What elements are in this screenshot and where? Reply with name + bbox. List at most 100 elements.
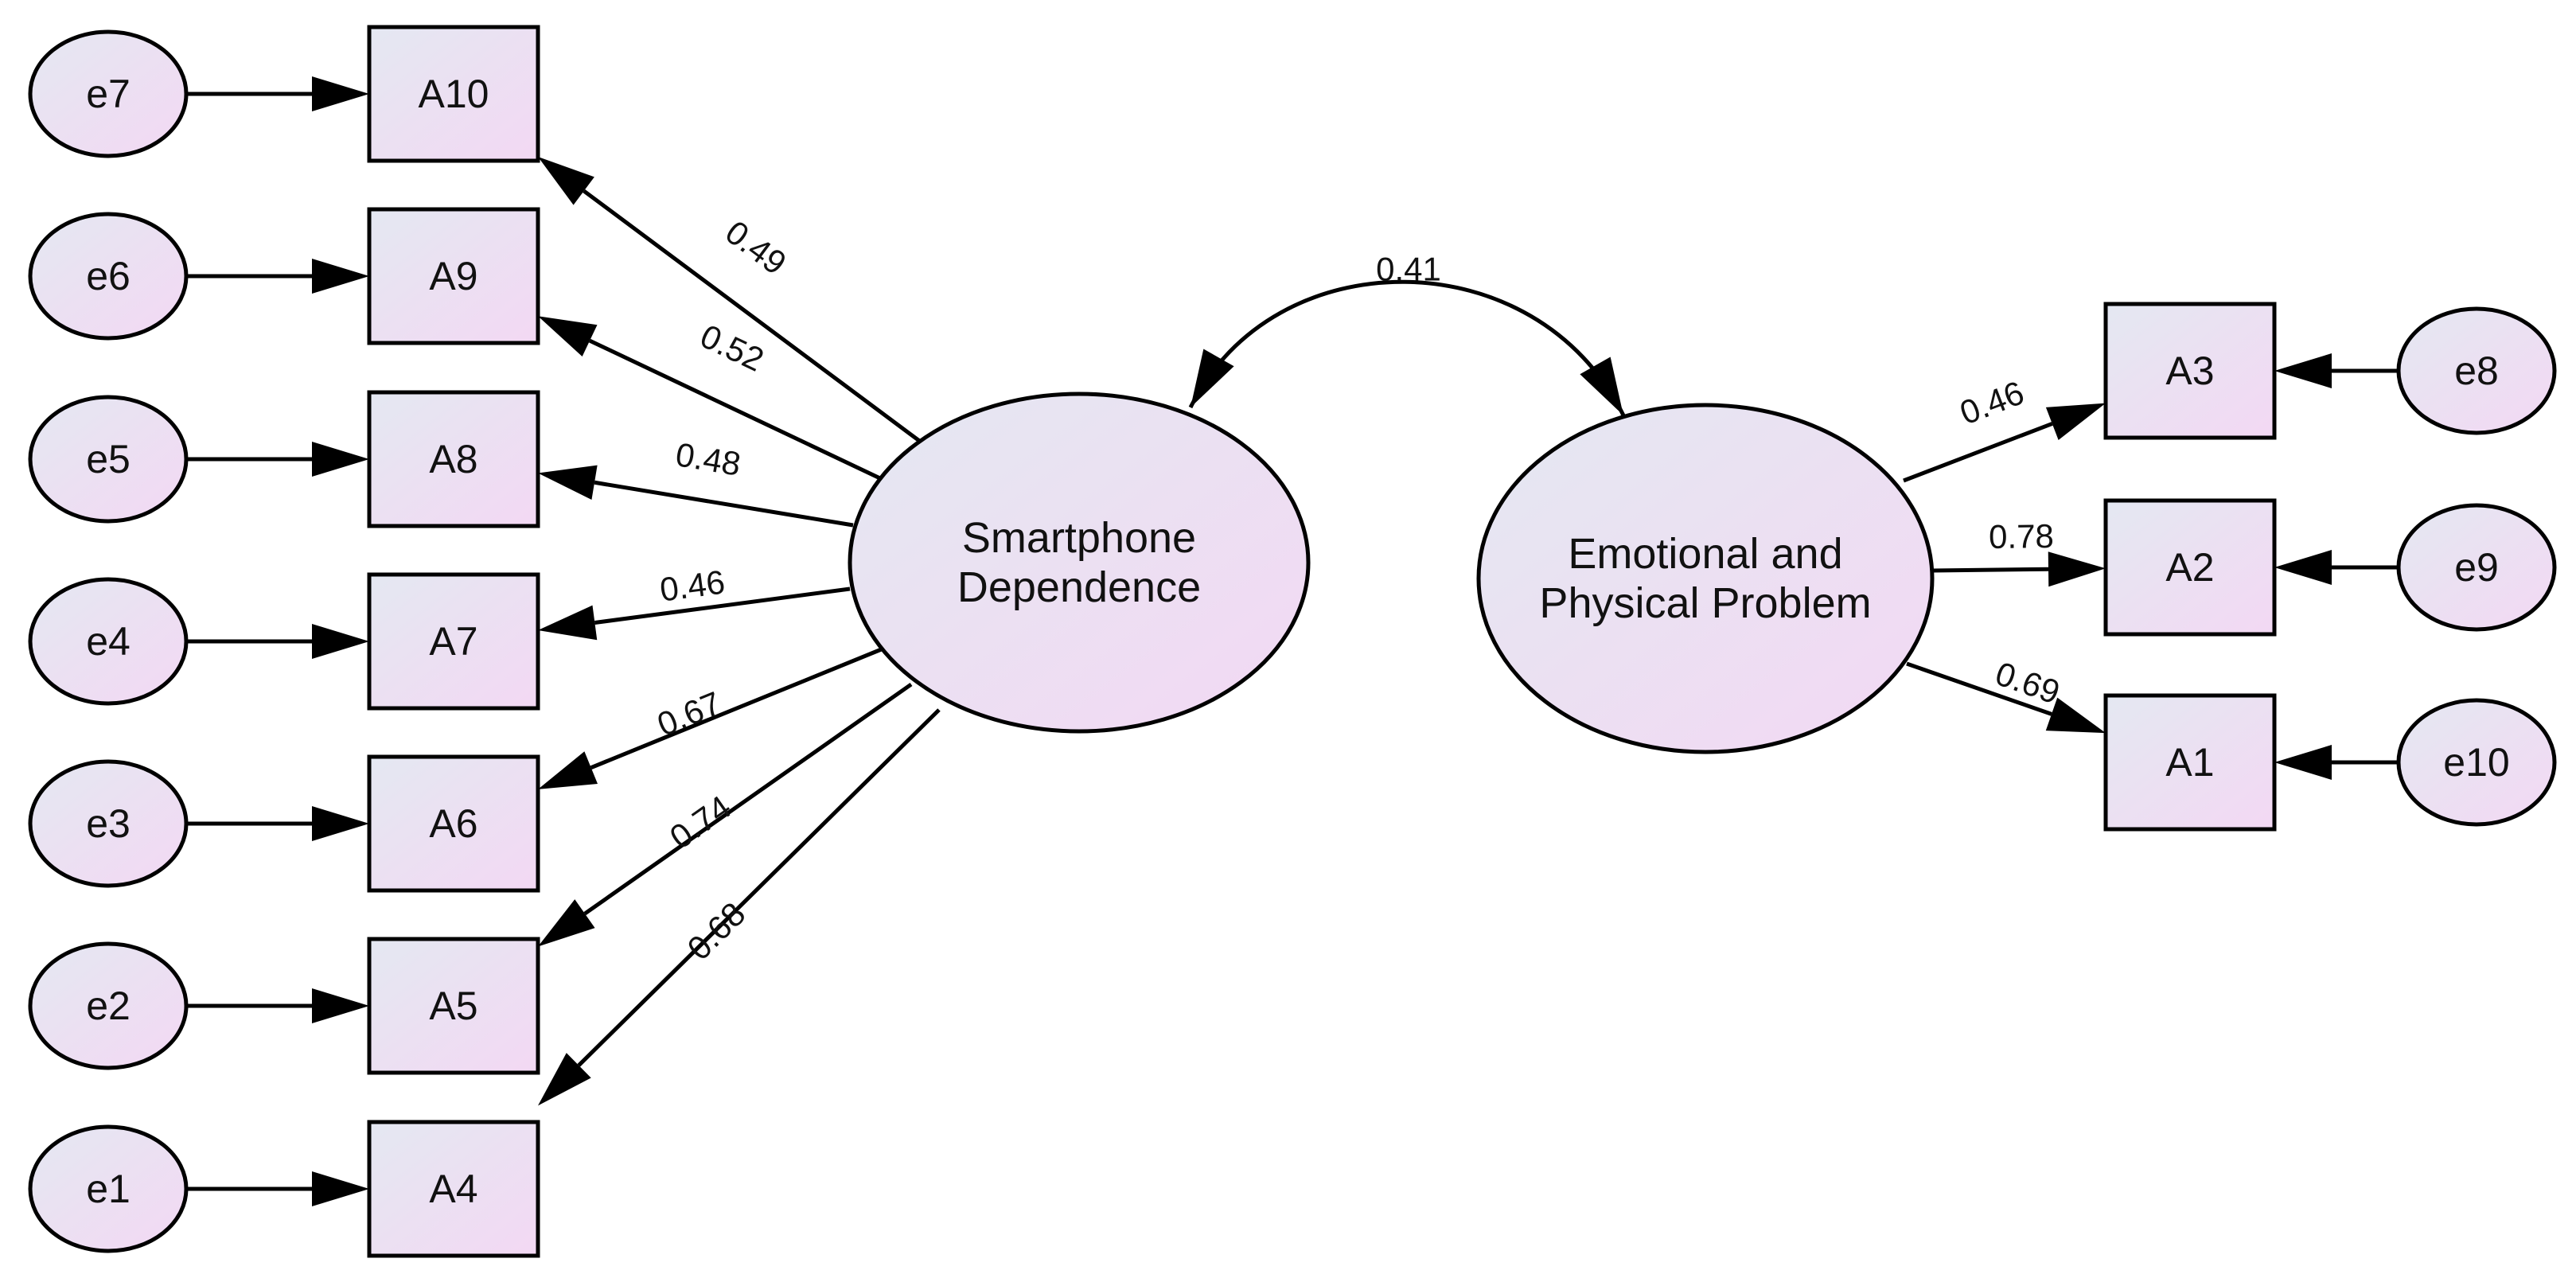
- loading-arrowhead-a8: [538, 465, 598, 500]
- loading-arrow-a6: [590, 646, 884, 770]
- error-ellipse: [2396, 306, 2557, 435]
- covariance-curve: [1188, 279, 1626, 417]
- loading-arrowhead-a9: [538, 316, 598, 357]
- loading-arrow-a8: [594, 480, 854, 528]
- indicator-label: A2: [2165, 545, 2214, 590]
- error-arrowhead-e2: [312, 988, 369, 1023]
- covariance-arrowhead-left: [1191, 349, 1234, 407]
- indicator-box: [367, 754, 540, 893]
- error-ellipse: [28, 212, 189, 341]
- indicator-label: A3: [2165, 349, 2214, 393]
- error-node-e3: e3: [28, 759, 189, 888]
- loading-label-a3: 0.46: [1954, 373, 2028, 431]
- loading-arrowhead-a6: [538, 751, 598, 789]
- error-label: e10: [2443, 740, 2509, 785]
- indicator-label: A7: [429, 619, 477, 664]
- error-node-e7: e7: [28, 29, 189, 158]
- error-label: e7: [86, 72, 131, 116]
- loading-arrow-a5: [583, 682, 913, 916]
- loading-arrowhead-a7: [538, 605, 598, 641]
- edges-layer: [186, 76, 2399, 1206]
- error-label: e4: [86, 619, 131, 664]
- indicator-label: A5: [429, 984, 477, 1028]
- indicator-box: [367, 25, 540, 163]
- error-arrowhead-e9: [2274, 550, 2332, 585]
- loading-label-a10: 0.49: [719, 213, 793, 282]
- loading-label-a6: 0.67: [652, 684, 726, 743]
- indicator-node-a10: A10: [367, 25, 540, 163]
- latent-label-line: Emotional and: [1568, 530, 1842, 578]
- loading-arrow-a10: [583, 189, 923, 445]
- error-node-e10: e10: [2396, 698, 2557, 827]
- indicator-label: A4: [429, 1167, 477, 1211]
- loading-arrow-a3: [1903, 422, 2053, 483]
- indicator-box: [2103, 498, 2277, 637]
- error-arrowhead-e6: [312, 259, 369, 294]
- error-label: e8: [2454, 349, 2499, 393]
- error-node-e8: e8: [2396, 306, 2557, 435]
- loading-label-a5: 0.74: [663, 788, 738, 855]
- indicator-node-a5: A5: [367, 937, 540, 1075]
- error-arrowhead-e5: [312, 442, 369, 477]
- error-arrowhead-e3: [312, 806, 369, 841]
- error-node-e2: e2: [28, 941, 189, 1070]
- error-node-e5: e5: [28, 395, 189, 524]
- loading-label-a7: 0.46: [657, 563, 727, 608]
- latent-ellipse: [848, 392, 1311, 734]
- indicator-label: A9: [429, 254, 477, 298]
- error-arrowhead-e1: [312, 1171, 369, 1206]
- error-arrowhead-e10: [2274, 745, 2332, 780]
- error-node-e4: e4: [28, 577, 189, 706]
- indicator-label: A6: [429, 801, 477, 846]
- loading-arrow-a1: [1906, 661, 2052, 716]
- error-ellipse: [28, 29, 189, 158]
- loading-label-a1: 0.69: [1991, 654, 2065, 711]
- indicator-box: [2103, 693, 2277, 832]
- indicator-box: [2103, 302, 2277, 440]
- error-label: e5: [86, 437, 131, 481]
- error-arrowhead-e4: [312, 624, 369, 659]
- indicator-box: [367, 572, 540, 711]
- error-ellipse: [28, 941, 189, 1070]
- error-ellipse: [28, 759, 189, 888]
- loading-label-a9: 0.52: [695, 317, 770, 379]
- loading-arrow-a9: [588, 338, 885, 482]
- error-arrowhead-e8: [2274, 353, 2332, 388]
- error-node-e9: e9: [2396, 503, 2557, 632]
- loading-arrowhead-a10: [538, 156, 594, 205]
- loading-arrowhead-a1: [2045, 697, 2106, 734]
- indicator-node-a2: A2: [2103, 498, 2277, 637]
- indicator-node-a8: A8: [367, 390, 540, 528]
- indicator-node-a3: A3: [2103, 302, 2277, 440]
- error-ellipse: [28, 577, 189, 706]
- covariance-label: 0.41: [1376, 251, 1441, 288]
- loading-arrowhead-a5: [538, 899, 595, 947]
- indicator-node-a6: A6: [367, 754, 540, 893]
- loading-arrow-a7: [594, 586, 851, 625]
- indicator-box: [367, 207, 540, 345]
- indicator-label: A1: [2165, 740, 2214, 785]
- error-label: e6: [86, 254, 131, 298]
- indicator-node-a1: A1: [2103, 693, 2277, 832]
- error-ellipse: [28, 395, 189, 524]
- loading-arrowhead-a3: [2045, 403, 2106, 440]
- error-arrowhead-e7: [312, 76, 369, 111]
- loading-arrow-a4: [577, 708, 941, 1067]
- error-ellipse: [2396, 698, 2557, 827]
- loading-label-a2: 0.78: [1989, 517, 2054, 555]
- indicator-box: [367, 390, 540, 528]
- loading-arrow-a2: [1931, 567, 2049, 573]
- indicator-box: [367, 1120, 540, 1258]
- error-node-e1: e1: [28, 1124, 189, 1253]
- latent-label-line: Dependence: [957, 563, 1201, 611]
- loading-label-a8: 0.48: [673, 435, 743, 483]
- indicator-box: [367, 937, 540, 1075]
- error-label: e2: [86, 984, 131, 1028]
- loading-arrowhead-a4: [538, 1053, 591, 1106]
- indicator-node-a9: A9: [367, 207, 540, 345]
- indicator-label: A8: [429, 437, 477, 481]
- latent-label-line: Physical Problem: [1539, 579, 1871, 627]
